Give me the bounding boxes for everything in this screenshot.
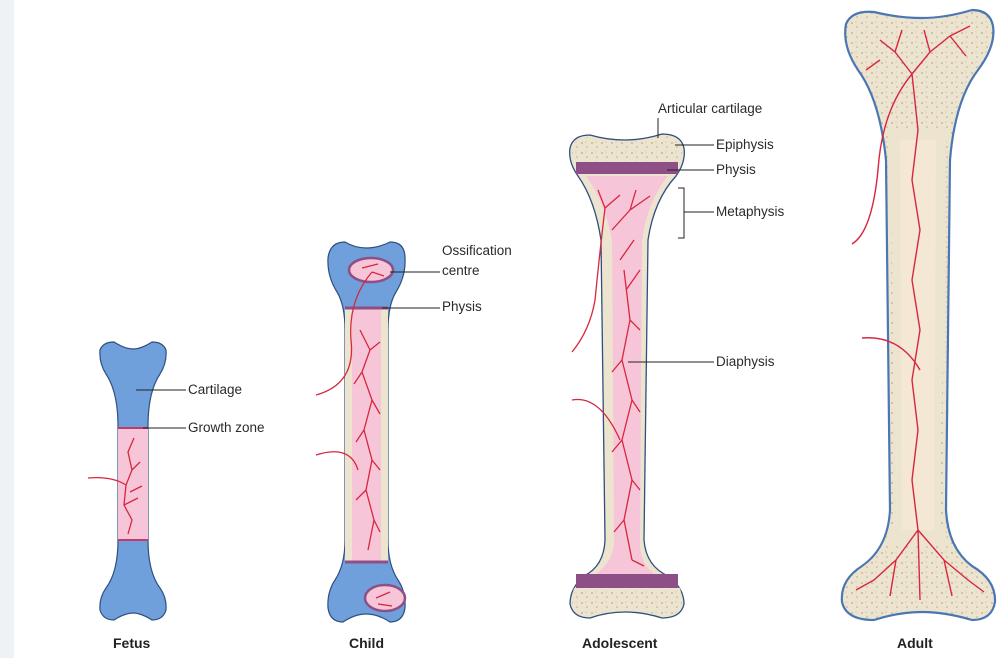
label-growth-zone: Growth zone — [188, 420, 265, 436]
adolescent-marrow — [586, 176, 668, 574]
label-articular-cartilage: Articular cartilage — [658, 101, 762, 117]
label-ossification: Ossification — [442, 243, 512, 259]
label-cartilage: Cartilage — [188, 382, 242, 398]
adult-marrow-cavity — [900, 140, 936, 530]
fetus-growth-zone — [118, 428, 148, 540]
adolescent-physis-bottom — [576, 574, 678, 588]
label-metaphysis: Metaphysis — [716, 204, 784, 220]
label-physis-adolescent: Physis — [716, 162, 756, 178]
caption-adolescent: Adolescent — [582, 635, 657, 651]
label-ossification-centre: centre — [442, 263, 480, 279]
caption-fetus: Fetus — [113, 635, 150, 651]
label-epiphysis: Epiphysis — [716, 137, 774, 153]
fetus-bone — [88, 342, 166, 620]
adolescent-physis-top — [576, 162, 678, 174]
caption-adult: Adult — [897, 635, 933, 651]
child-ossification-centre-top — [349, 258, 393, 282]
adolescent-bone — [570, 134, 685, 618]
adult-bone — [842, 10, 995, 620]
child-bone — [316, 242, 405, 622]
label-diaphysis: Diaphysis — [716, 354, 775, 370]
caption-child: Child — [349, 635, 384, 651]
label-physis-child: Physis — [442, 299, 482, 315]
child-ossification-centre-bottom — [365, 585, 405, 611]
